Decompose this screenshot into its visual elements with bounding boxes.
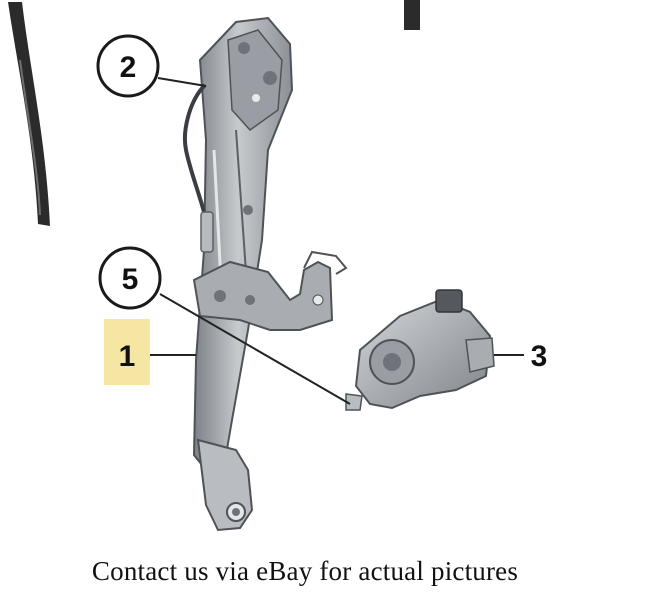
bowden-cable bbox=[183, 83, 207, 213]
callout-1: 1 bbox=[104, 319, 150, 385]
callout-5: 5 bbox=[98, 246, 162, 310]
callout-5-label: 5 bbox=[122, 263, 139, 296]
caption-text: Contact us via eBay for actual pictures bbox=[91, 556, 519, 586]
leader-line-2 bbox=[157, 77, 207, 87]
callout-3-label: 3 bbox=[531, 340, 548, 373]
callout-2-label: 2 bbox=[120, 51, 137, 84]
leader-line-5 bbox=[159, 293, 351, 405]
door-seal-strip-top bbox=[404, 0, 420, 30]
callout-1-label: 1 bbox=[119, 340, 136, 373]
door-seal-strip-left bbox=[8, 2, 50, 226]
glass-carrier bbox=[192, 250, 348, 331]
door-seal-strip-inner bbox=[19, 59, 41, 216]
regulator-rail bbox=[192, 16, 294, 472]
window-motor bbox=[345, 289, 495, 411]
cable-spring bbox=[200, 211, 214, 253]
callout-3: 3 bbox=[531, 340, 548, 373]
callout-2: 2 bbox=[96, 34, 160, 98]
lower-mount-bracket bbox=[196, 438, 254, 532]
